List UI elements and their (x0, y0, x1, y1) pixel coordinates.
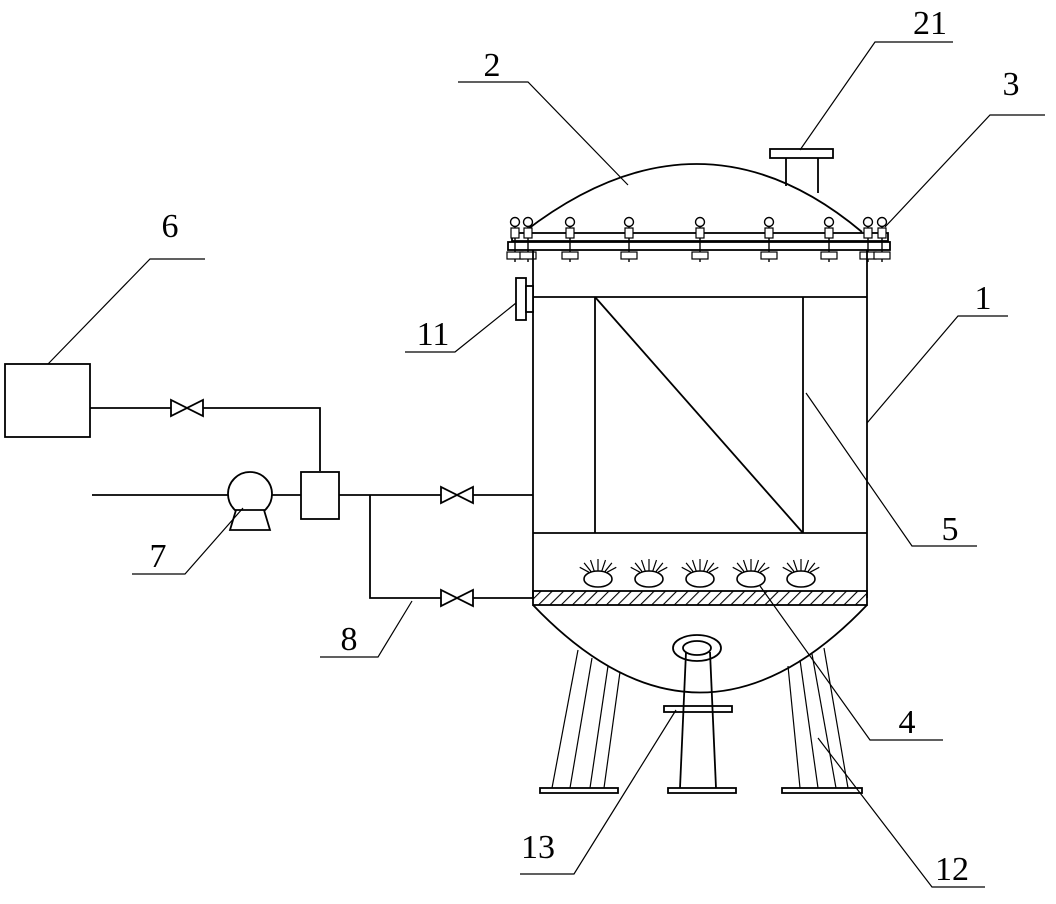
label-dome-head: 2 (484, 47, 501, 84)
bolt-clamp (691, 216, 709, 262)
flange-bolts (506, 216, 891, 262)
label-top-outlet: 21 (913, 5, 947, 42)
dome-head (523, 163, 863, 233)
bolt-clamp (820, 216, 838, 262)
label-support-leg: 12 (935, 851, 969, 888)
spray-nozzles (579, 559, 820, 588)
label-vessel-body: 1 (975, 280, 992, 317)
spray-nozzle (681, 559, 719, 588)
bolt-clamp (873, 216, 891, 262)
label-bypass-pipe: 8 (341, 621, 358, 658)
mixer-box (300, 471, 340, 520)
piping (90, 407, 533, 599)
valve-tank-line (170, 398, 204, 418)
spray-nozzle (579, 559, 617, 588)
filter-cartridge (594, 296, 804, 534)
spray-nozzle (630, 559, 668, 588)
bottom-head (532, 604, 868, 694)
label-filter-cartridge: 5 (942, 511, 959, 548)
bolt-clamp (620, 216, 638, 262)
part-labels: 2 21 3 1 5 4 6 11 7 8 13 12 (150, 5, 1020, 888)
bolt-clamp (519, 216, 537, 262)
label-dosing-tank: 6 (162, 208, 179, 245)
label-flange-bolts: 3 (1003, 66, 1020, 103)
spray-nozzle (732, 559, 770, 588)
label-side-port: 11 (417, 316, 450, 353)
side-port (515, 277, 534, 321)
drain-outlet (663, 634, 737, 794)
bolt-clamp (561, 216, 579, 262)
bolt-clamp (760, 216, 778, 262)
pump (227, 471, 273, 531)
leader-lines (47, 41, 1045, 888)
support-legs (539, 647, 863, 794)
dosing-tank (4, 363, 91, 438)
vessel-body (532, 250, 868, 598)
spray-nozzle (782, 559, 820, 588)
label-drain-outlet: 13 (521, 829, 555, 866)
top-outlet-nozzle (769, 148, 834, 193)
filter-plate (532, 590, 868, 606)
label-pump: 7 (150, 538, 167, 575)
valve-upper-inlet (440, 485, 474, 505)
label-filter-plate: 4 (899, 704, 916, 741)
valve-lower-inlet (440, 588, 474, 608)
